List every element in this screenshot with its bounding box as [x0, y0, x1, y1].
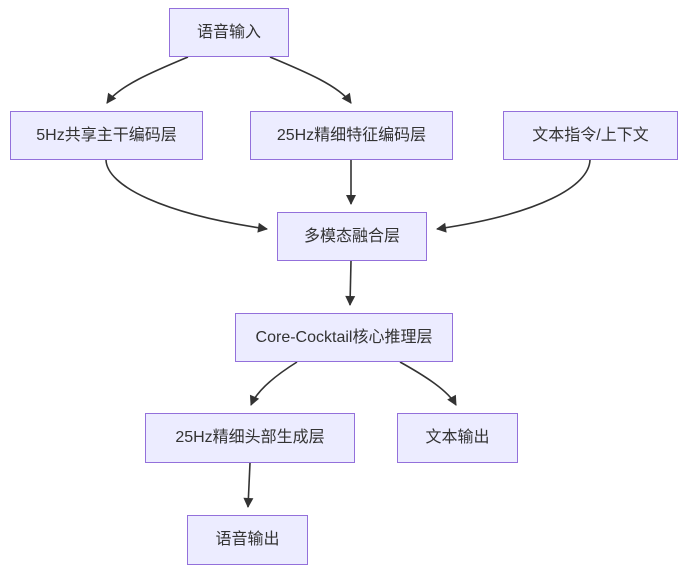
node-enc-25hz-label: 25Hz精细特征编码层 [276, 126, 427, 144]
node-text-out-label: 文本输出 [425, 429, 490, 447]
node-enc-25hz: 25Hz精细特征编码层 [250, 111, 453, 160]
node-voice-out: 语音输出 [187, 515, 308, 565]
node-core: Core-Cocktail核心推理层 [235, 313, 453, 362]
edge-text-ctx-to-fusion [436, 159, 591, 233]
node-text-ctx-label: 文本指令/上下文 [532, 126, 649, 144]
node-fusion: 多模态融合层 [277, 212, 427, 261]
node-enc-5hz-label: 5Hz共享主干编码层 [36, 126, 177, 144]
node-text-out: 文本输出 [397, 413, 518, 463]
node-voice-out-label: 语音输出 [215, 531, 280, 549]
edge-voice-input-to-enc-25hz [269, 56, 352, 104]
node-voice-input: 语音输入 [169, 8, 289, 57]
node-gen-25hz-label: 25Hz精细头部生成层 [175, 429, 325, 447]
node-voice-input-label: 语音输入 [196, 23, 261, 41]
node-enc-5hz: 5Hz共享主干编码层 [10, 111, 203, 160]
node-gen-25hz: 25Hz精细头部生成层 [145, 413, 355, 463]
node-text-ctx: 文本指令/上下文 [503, 111, 678, 160]
node-fusion-label: 多模态融合层 [303, 227, 400, 245]
edge-fusion-to-core [345, 260, 356, 306]
edge-core-to-gen-25hz [249, 361, 298, 406]
edge-enc-5hz-to-fusion [105, 159, 268, 233]
edge-gen-25hz-to-voice-out [243, 462, 254, 508]
node-core-label: Core-Cocktail核心推理层 [255, 328, 433, 346]
edge-core-to-text-out [399, 361, 457, 406]
edge-voice-input-to-enc-5hz [106, 56, 189, 104]
